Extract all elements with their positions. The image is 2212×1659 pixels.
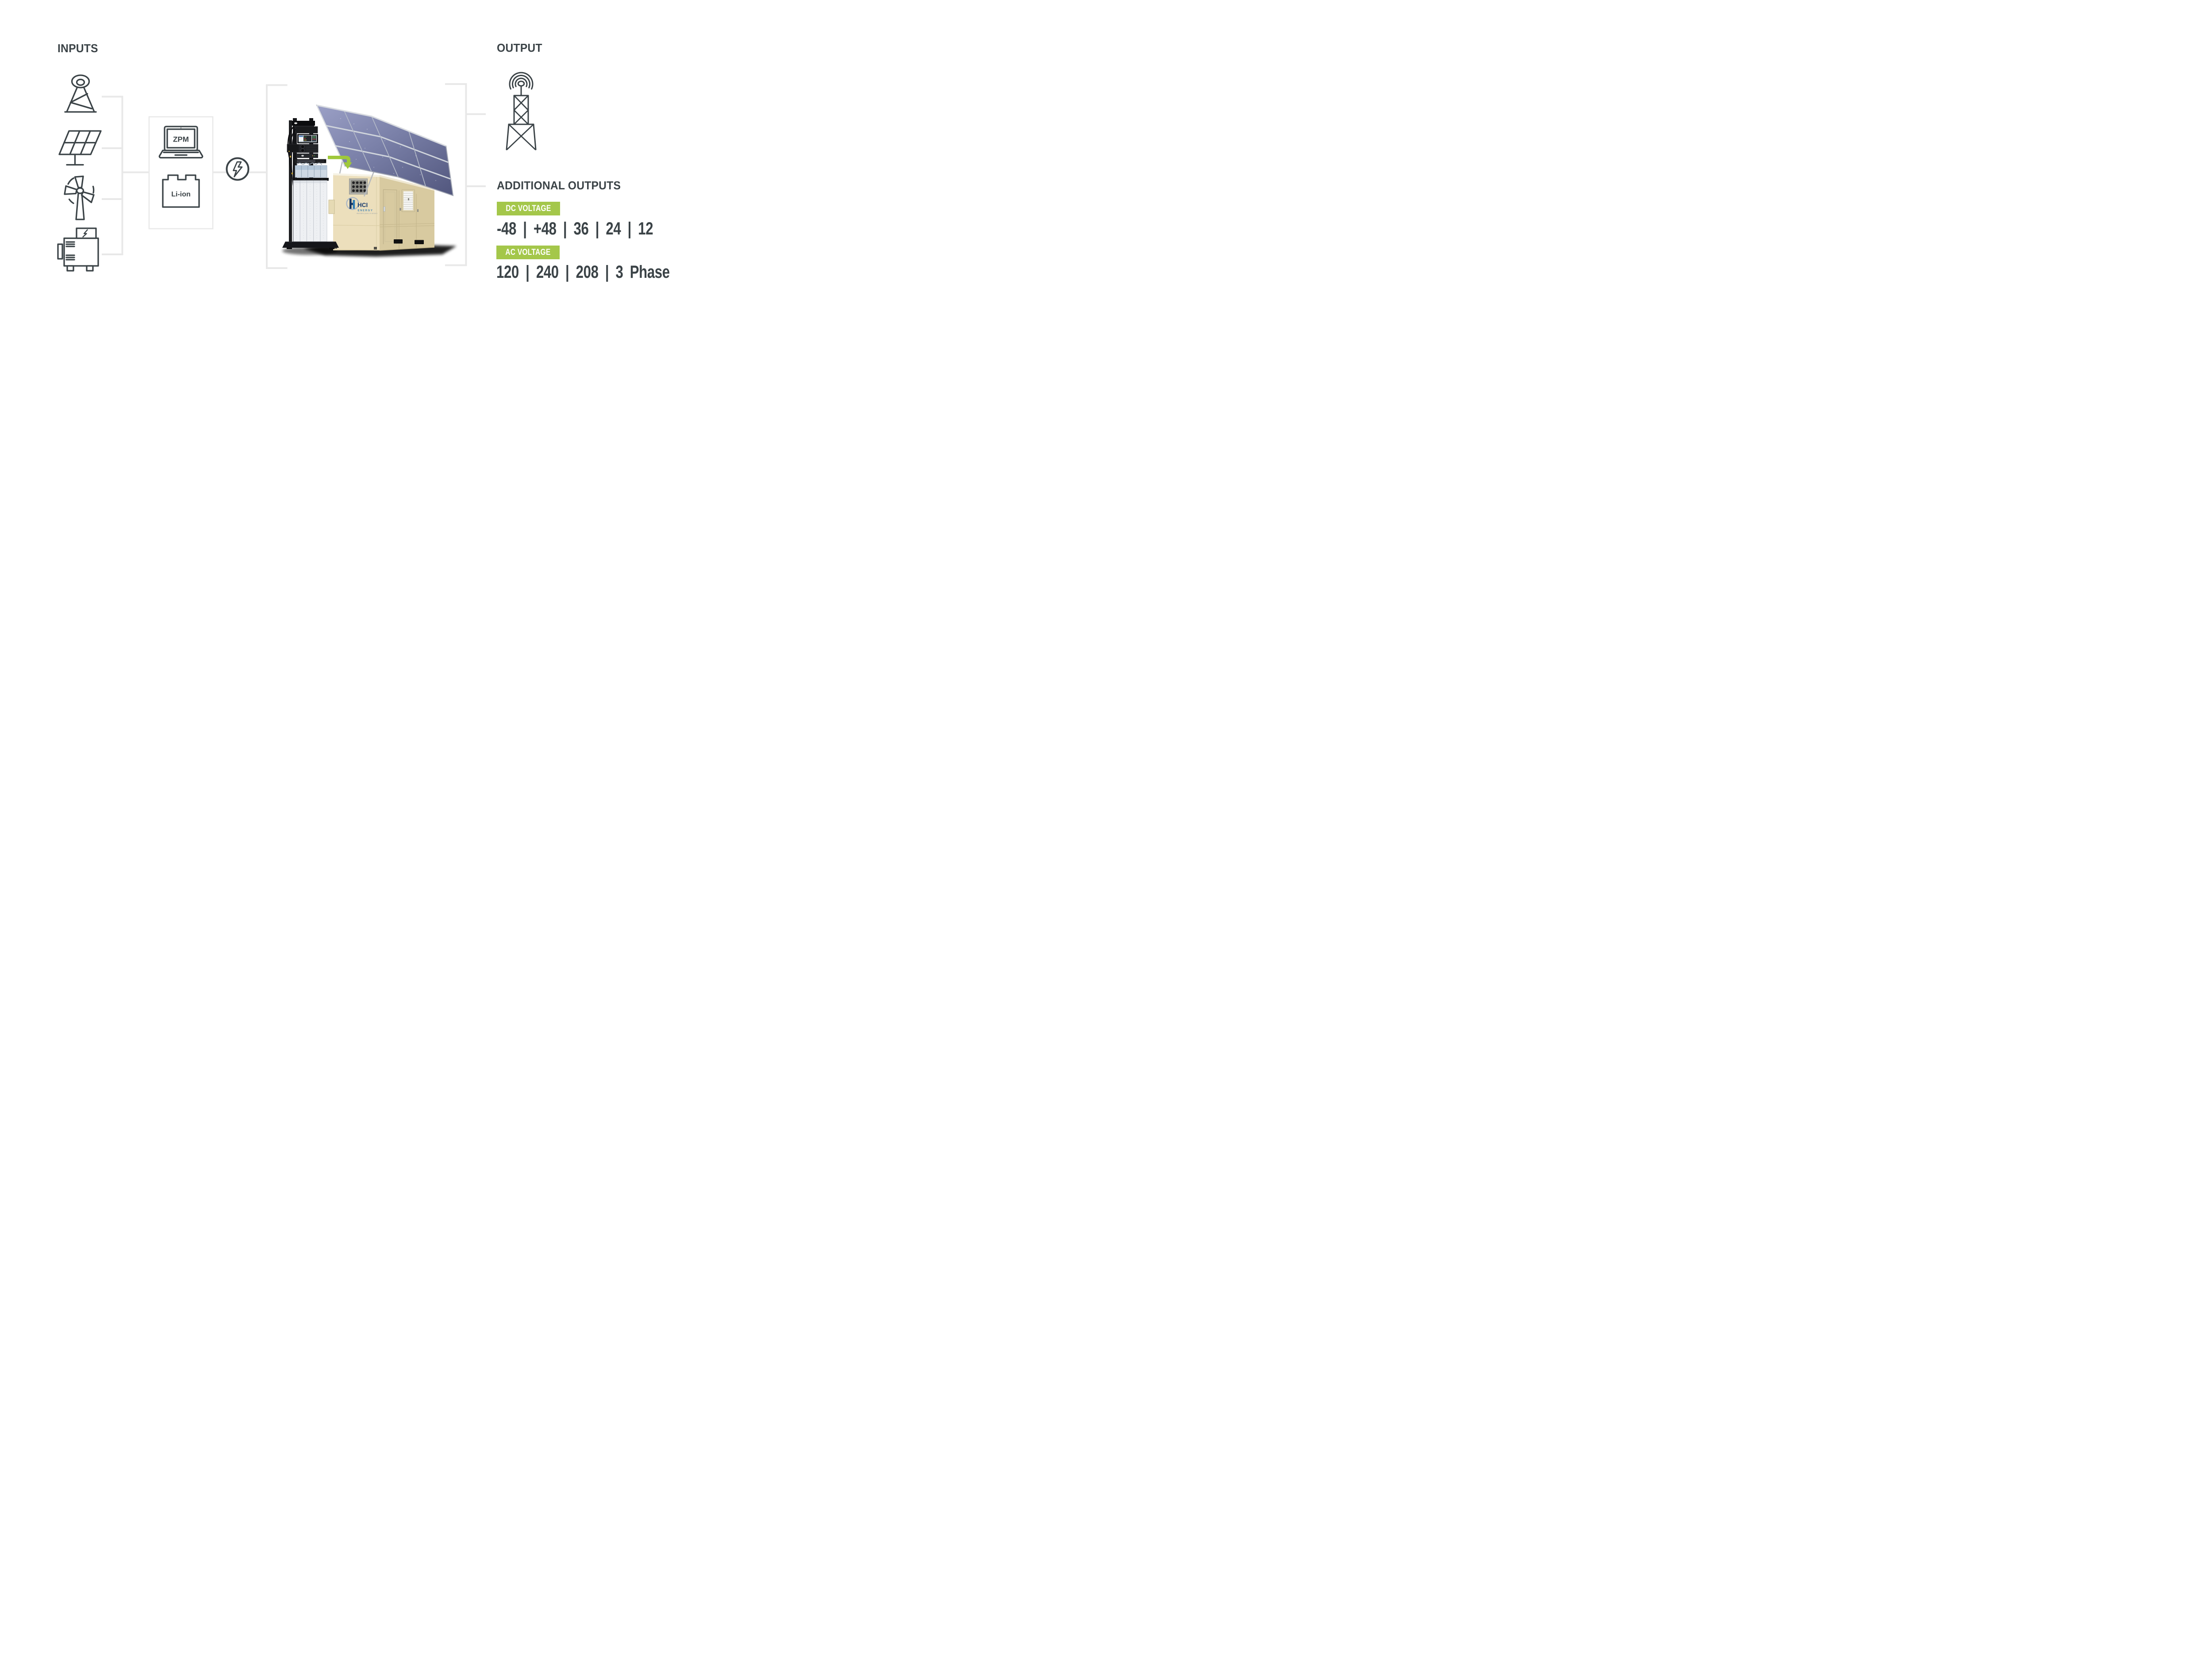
input-connectors [102,96,267,255]
ac-voltage-values: 120 | 240 | 208 | 3 Phase [496,262,670,282]
shelter: HCI ENERGY Alternative power on demand [328,173,435,251]
side-box [328,200,335,214]
ac-voltage-badge-label: AC VOLTAGE [505,248,551,257]
right-bracket [445,83,467,266]
laptop-icon [158,126,204,159]
inputs-title: INPUTS [58,42,98,55]
forklift-slot [394,239,403,244]
center-brackets [266,83,467,269]
wind-turbine-icon [64,175,95,220]
output-connectors [466,113,486,187]
left-bracket [266,84,288,269]
flow-arrow [328,156,352,169]
radio-tower-icon [64,74,97,113]
logo-tagline: Alternative power on demand [357,213,377,215]
output-title: OUTPUT [497,41,542,54]
battery-icon [162,174,200,208]
broadcast-tower-icon [506,72,537,150]
forklift-slot [415,240,424,244]
dc-voltage-values: -48 | +48 | 36 | 24 | 12 [497,219,653,238]
rack-monitor [297,134,318,143]
dc-voltage-badge-label: DC VOLTAGE [506,204,551,213]
logo-brand: HCI [357,202,368,208]
generator-icon [57,227,99,272]
door-handle [383,206,385,212]
diagram-canvas: ZPM Li-ion [0,0,708,332]
diagram-artwork: ZPM Li-ion [57,72,537,272]
logo-sub: ENERGY [358,210,373,212]
battery-bank [293,162,329,242]
vent-grille [349,178,368,195]
solar-panel-icon [58,130,102,166]
hybrid-shelter-photo: HCI ENERGY Alternative power on demand [282,104,457,257]
ac-voltage-badge: AC VOLTAGE [496,246,560,259]
lightning-bolt-icon [226,157,250,181]
equipment-rack [282,118,339,249]
zpm-label: ZPM [173,135,189,144]
shelter-door [383,189,397,244]
controller-box: ZPM Li-ion [148,116,214,230]
additional-outputs-title: ADDITIONAL OUTPUTS [497,179,621,192]
keyboard-tray [295,158,326,163]
dc-voltage-badge: DC VOLTAGE [497,202,560,215]
louvered-window [401,189,415,212]
hci-logo: HCI ENERGY Alternative power on demand [346,197,377,215]
liion-label: Li-ion [171,191,191,198]
rack-base [282,242,339,248]
